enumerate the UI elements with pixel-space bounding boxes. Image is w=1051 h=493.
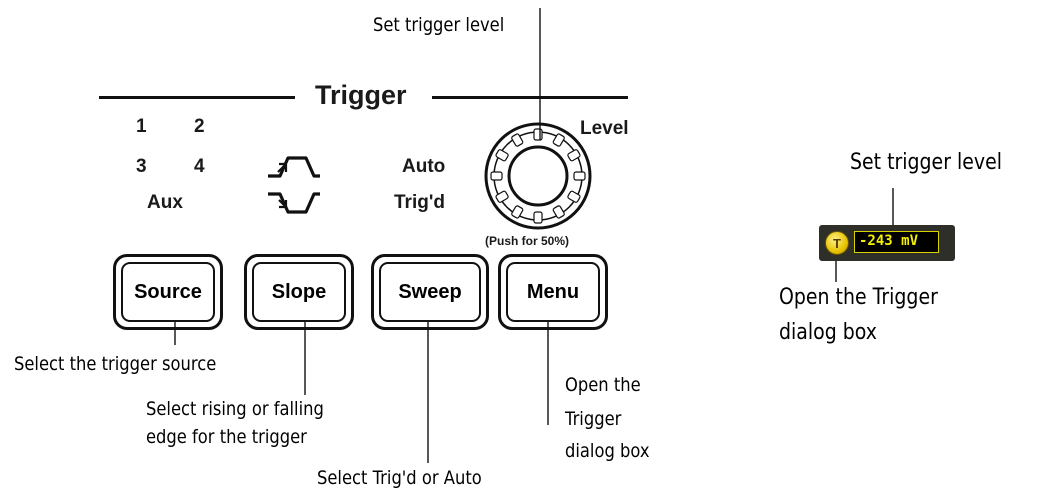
menu-button[interactable]: Menu: [498, 254, 608, 330]
widget-open-dialog-line1: Open the Trigger: [779, 285, 938, 310]
slope-button[interactable]: Slope: [244, 254, 354, 330]
slope-callout-line2: edge for the trigger: [146, 426, 307, 448]
push-for-50-note: (Push for 50%): [485, 234, 570, 248]
sweep-callout: Select Trig'd or Auto: [317, 467, 482, 489]
menu-callout-line2: Trigger: [565, 408, 622, 430]
source-button[interactable]: Source: [113, 254, 223, 330]
set-trigger-level-callout: Set trigger level: [373, 14, 505, 36]
trigger-rule-left: [99, 96, 295, 99]
trigger-level-readout[interactable]: -243 mV: [854, 231, 939, 253]
source-label-2: 2: [194, 116, 205, 137]
menu-callout-line1: Open the: [565, 374, 641, 396]
trigger-rule-right: [432, 96, 628, 99]
slope-button-label: Slope: [252, 262, 346, 322]
source-label-4: 4: [194, 156, 205, 177]
level-label: Level: [580, 118, 629, 139]
trigger-level-widget[interactable]: T -243 mV: [819, 225, 955, 261]
source-label-aux: Aux: [147, 192, 183, 213]
falling-edge-icon: [268, 192, 320, 214]
sweep-label-auto: Auto: [402, 156, 446, 177]
sweep-button-label: Sweep: [379, 262, 481, 322]
widget-set-level-callout: Set trigger level: [850, 150, 1002, 175]
sweep-button[interactable]: Sweep: [371, 254, 489, 330]
trigger-title: Trigger: [315, 80, 407, 110]
source-button-label: Source: [121, 262, 215, 322]
rising-edge-icon: [268, 156, 320, 178]
trigger-badge-icon[interactable]: T: [825, 231, 849, 255]
source-label-1: 1: [136, 116, 147, 137]
menu-callout-line3: dialog box: [565, 440, 650, 462]
widget-open-dialog-line2: dialog box: [779, 320, 877, 345]
sweep-label-trigd: Trig'd: [394, 192, 445, 213]
trigger-level-knob[interactable]: [482, 120, 594, 232]
menu-button-label: Menu: [506, 262, 600, 322]
slope-callout-line1: Select rising or falling: [146, 398, 324, 420]
select-source-callout: Select the trigger source: [14, 353, 217, 375]
source-label-3: 3: [136, 156, 147, 177]
